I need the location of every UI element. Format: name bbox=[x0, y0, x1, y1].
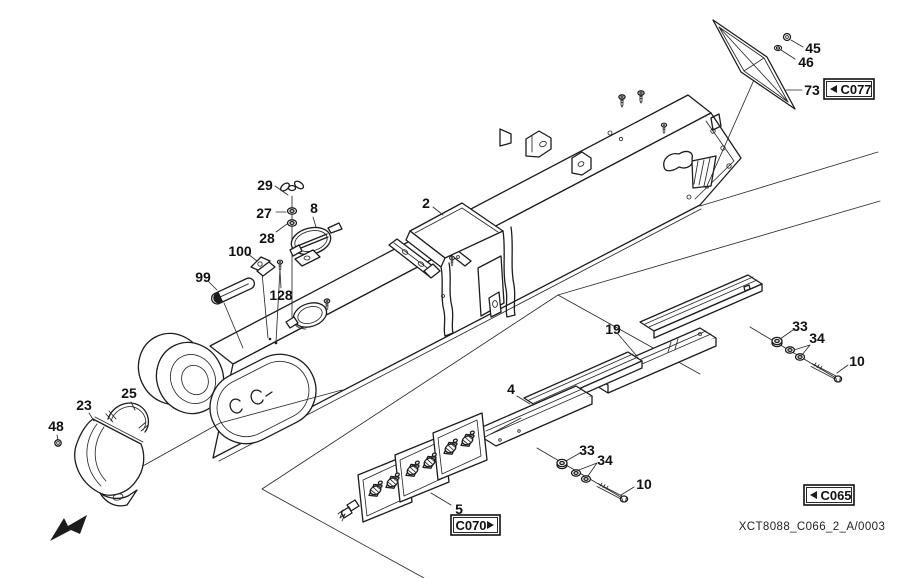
screw-icon bbox=[637, 90, 645, 104]
callout-19: 19 bbox=[605, 321, 621, 337]
callout-4: 4 bbox=[507, 381, 515, 397]
washer-28 bbox=[286, 219, 298, 227]
callout-73: 73 bbox=[804, 82, 820, 98]
roller-plates-5 bbox=[337, 412, 488, 523]
washer-46 bbox=[773, 44, 783, 52]
end-oval-plate bbox=[209, 353, 317, 445]
filler-cap-8 bbox=[289, 222, 343, 267]
callout-8: 8 bbox=[310, 200, 318, 216]
washer-27 bbox=[286, 207, 298, 215]
pivot-drum bbox=[137, 332, 225, 415]
cap-assembly bbox=[280, 180, 343, 330]
callout-33-right: 33 bbox=[792, 318, 808, 334]
callout-10-right: 10 bbox=[849, 353, 865, 369]
callout-34-bottom: 34 bbox=[597, 452, 613, 468]
handle-25 bbox=[105, 402, 150, 433]
drawing-number: XCT8088_C066_2_A/0003 bbox=[739, 521, 886, 533]
washer-34 bbox=[784, 346, 796, 354]
washer-34 bbox=[570, 469, 582, 477]
wear-pads-4 bbox=[479, 351, 643, 500]
top-brackets bbox=[499, 90, 668, 176]
callout-10-bottom: 10 bbox=[636, 476, 652, 492]
callout-5: 5 bbox=[455, 501, 463, 517]
callout-100: 100 bbox=[228, 243, 252, 259]
callout-29: 29 bbox=[257, 177, 273, 193]
callout-46: 46 bbox=[798, 54, 814, 70]
ref-label-c065: C065 bbox=[820, 488, 851, 503]
latch-hooks bbox=[229, 389, 273, 414]
callout-25: 25 bbox=[121, 385, 137, 401]
left-arrow-icon bbox=[810, 491, 817, 499]
nut-33 bbox=[556, 458, 568, 470]
left-arrow-icon bbox=[830, 85, 837, 93]
callout-2: 2 bbox=[422, 195, 430, 211]
screw-icon bbox=[618, 94, 626, 108]
boom-end-plate bbox=[686, 113, 735, 200]
direction-arrow-icon bbox=[50, 515, 87, 541]
ref-label-c070: C070 bbox=[455, 518, 486, 533]
callout-99: 99 bbox=[195, 269, 211, 285]
bracket-100 bbox=[250, 256, 276, 277]
reference-plane bbox=[261, 151, 881, 578]
guard-23 bbox=[54, 389, 343, 507]
fastener-set-right bbox=[749, 326, 843, 383]
callout-labels: 29 27 8 28 100 99 128 2 19 4 5 23 25 48 … bbox=[48, 40, 865, 517]
bolt-45 bbox=[782, 32, 792, 42]
ref-box-c070[interactable]: C070 bbox=[450, 514, 501, 536]
washer-34 bbox=[580, 475, 592, 483]
ref-label-c077: C077 bbox=[840, 82, 871, 97]
callout-45: 45 bbox=[805, 40, 821, 56]
frame-73 bbox=[706, 19, 796, 187]
callout-28: 28 bbox=[259, 230, 275, 246]
hand-hole-cutout bbox=[663, 150, 693, 172]
callout-27: 27 bbox=[256, 205, 272, 221]
leader-lines bbox=[56, 39, 849, 506]
callout-33-bottom: 33 bbox=[579, 442, 595, 458]
ref-box-c077[interactable]: C077 bbox=[823, 78, 875, 100]
right-arrow-icon bbox=[487, 521, 494, 529]
ref-box-c065[interactable]: C065 bbox=[803, 484, 855, 506]
wing-nut-29 bbox=[280, 180, 305, 192]
callout-23: 23 bbox=[76, 397, 92, 413]
nut-48 bbox=[54, 439, 62, 447]
cover-box-2 bbox=[405, 202, 516, 337]
handle-99 bbox=[210, 268, 281, 349]
callout-48: 48 bbox=[48, 418, 64, 434]
washer-34 bbox=[794, 353, 806, 361]
callout-128: 128 bbox=[269, 287, 293, 303]
callout-34-right: 34 bbox=[809, 330, 825, 346]
